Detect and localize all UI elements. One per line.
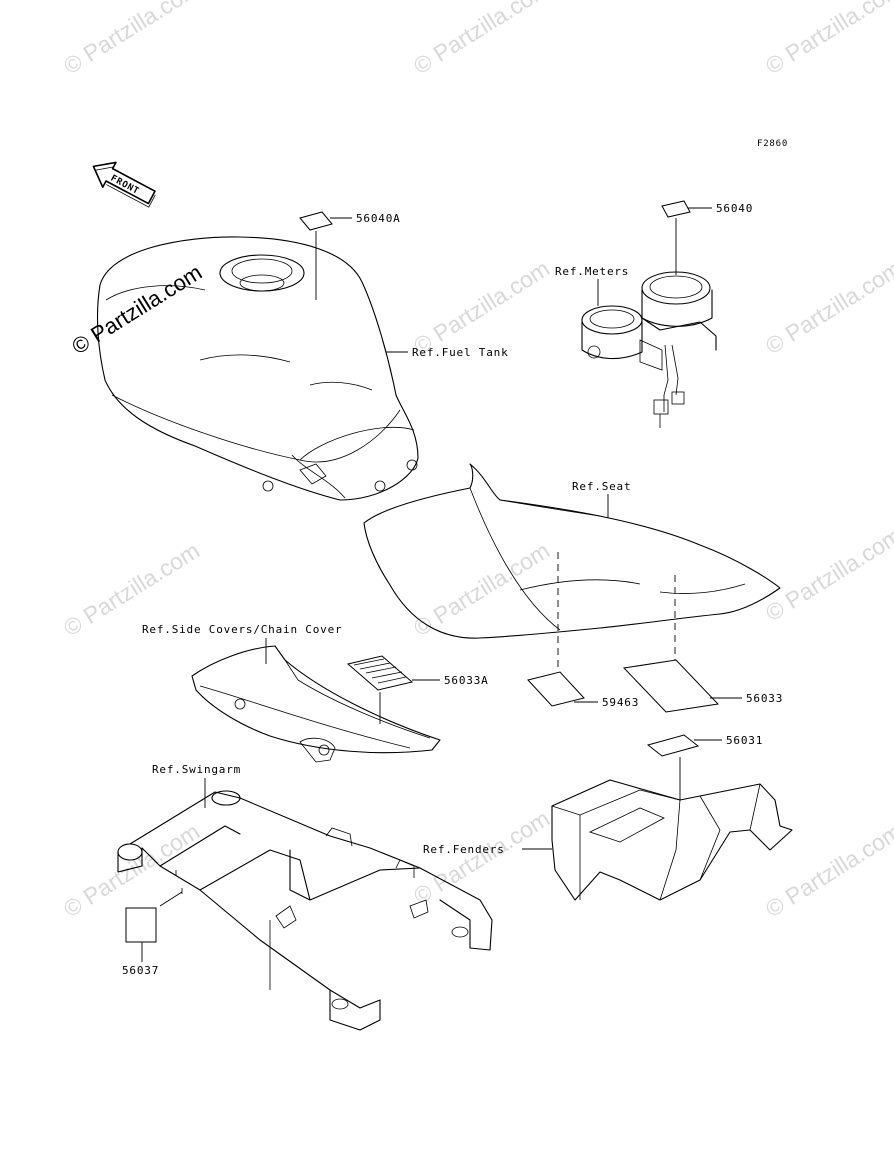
callout-56037: 56037 <box>122 964 159 977</box>
callout-56040A: 56040A <box>356 212 401 225</box>
callout-swingarm: Ref.Swingarm <box>152 763 241 776</box>
callout-side-covers: Ref.Side Covers/Chain Cover <box>142 623 342 636</box>
watermark: © Partzilla.com <box>761 0 894 79</box>
decal-56031 <box>646 734 700 757</box>
decal-56040 <box>661 200 691 218</box>
decal-56033 <box>622 659 720 713</box>
seat <box>363 463 781 639</box>
watermark: © Partzilla.com <box>59 0 204 79</box>
swingarm <box>117 790 493 1031</box>
callout-56040: 56040 <box>716 202 753 215</box>
fuel-tank <box>97 236 419 501</box>
chain-cover <box>191 645 441 763</box>
callout-56031: 56031 <box>726 734 763 747</box>
callout-fenders: Ref.Fenders <box>423 843 505 856</box>
watermark: © Partzilla.com <box>409 0 554 79</box>
watermark: © Partzilla.com <box>409 255 554 359</box>
front-arrow-icon: FRONT <box>92 161 156 208</box>
fenders <box>551 779 793 901</box>
decal-56037 <box>125 907 157 943</box>
watermark: © Partzilla.com <box>59 818 204 922</box>
callout-fuel-tank: Ref.Fuel Tank <box>412 346 509 359</box>
decal-59463 <box>527 671 585 707</box>
watermark: © Partzilla.com <box>761 818 894 922</box>
callout-seat: Ref.Seat <box>572 480 631 493</box>
callout-meters: Ref.Meters <box>555 265 629 278</box>
watermark: © Partzilla.com <box>761 255 894 359</box>
meters <box>581 271 717 428</box>
watermark: © Partzilla.com <box>67 259 206 359</box>
decal-56033A <box>346 655 414 691</box>
watermark: © Partzilla.com <box>409 537 554 641</box>
figure-code: F2860 <box>757 139 788 149</box>
callout-56033A: 56033A <box>444 674 489 687</box>
decal-56040A <box>299 211 333 231</box>
callout-56033: 56033 <box>746 692 783 705</box>
watermark: © Partzilla.com <box>761 522 894 626</box>
callout-59463: 59463 <box>602 696 639 709</box>
watermark: © Partzilla.com <box>409 805 554 909</box>
